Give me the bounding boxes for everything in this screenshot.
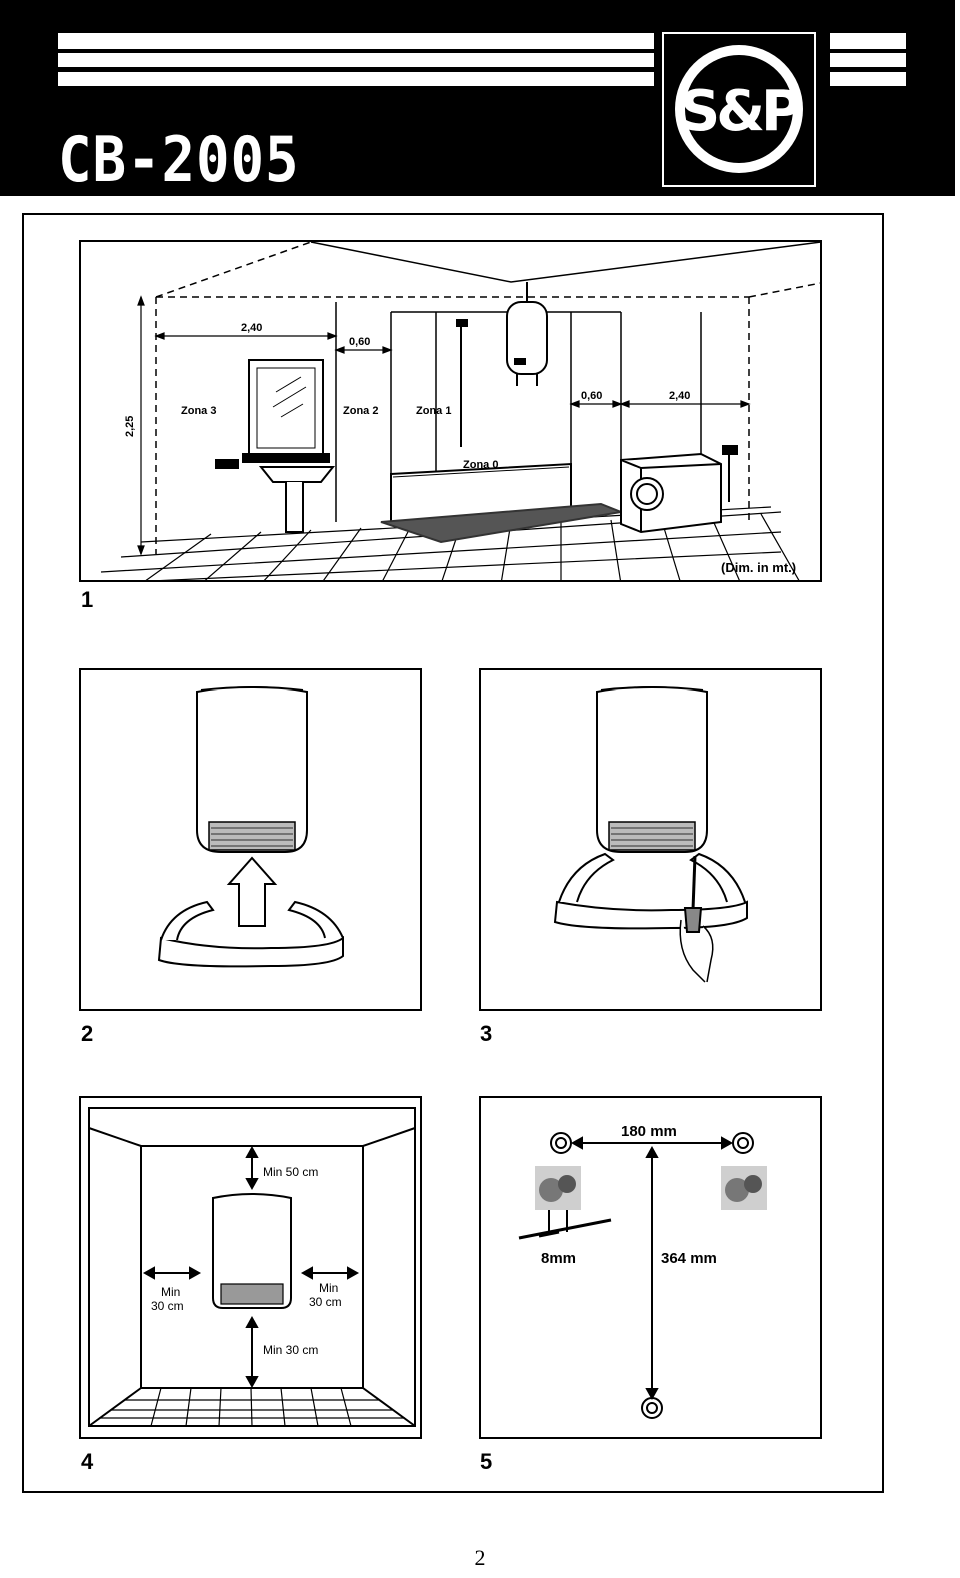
- sink-mirror: [215, 359, 336, 533]
- dimension-lines: [137, 295, 751, 556]
- horizontal-distance-label: 180 mm: [621, 1123, 677, 1140]
- mounting-hole-icons: [550, 1132, 754, 1419]
- zone-1-label: Zona 1: [416, 405, 451, 417]
- zone-3-label: Zona 3: [181, 405, 216, 417]
- figure-3-number: 3: [480, 1021, 493, 1046]
- header-stripe: [58, 53, 654, 67]
- figure-2-number: 2: [81, 1021, 94, 1046]
- page-number: 2: [474, 1545, 486, 1570]
- brand-logo: S&P: [662, 32, 816, 187]
- figure-1-number: 1: [81, 587, 94, 612]
- dim-width-left: 2,40: [241, 322, 262, 334]
- heater-grille: [208, 821, 296, 851]
- screw-size-label: 8mm: [541, 1250, 576, 1267]
- washing-machine: [620, 445, 738, 534]
- clearance-bottom-label: Min 30 cm: [263, 1343, 318, 1357]
- vertical-distance-label: 364 mm: [661, 1250, 717, 1267]
- water-heater: [506, 282, 548, 386]
- figure-5-mounting-holes: 180 mm 8mm 364 mm: [479, 1096, 822, 1439]
- clearance-left-label-2: 30 cm: [151, 1299, 184, 1313]
- header-stripe: [58, 72, 654, 86]
- bathtub: [380, 319, 625, 544]
- zone-0-label: Zona 0: [463, 459, 498, 471]
- screwdriver: [691, 855, 697, 911]
- figure-4-number: 4: [81, 1449, 94, 1474]
- brand-logo-text: S&P: [680, 79, 800, 144]
- heater-body: [212, 1193, 292, 1309]
- base-stand: [157, 935, 344, 968]
- figure-1-bathroom-zones: 2,40 0,60 0,60 2,40 2,25 Zona 3 Zona 2 Z…: [79, 240, 822, 582]
- dim-height: 2,25: [124, 416, 136, 437]
- header-stripe: [830, 53, 906, 67]
- dimension-arrows: [518, 1136, 734, 1401]
- zone-2-label: Zona 2: [343, 405, 378, 417]
- dim-gap-left: 0,60: [349, 336, 370, 348]
- heater-grille: [220, 1283, 284, 1305]
- header-stripe: [830, 72, 906, 86]
- clearance-arrows: [142, 1145, 360, 1389]
- screw-photos: [535, 1166, 767, 1210]
- up-arrow-icon: [226, 856, 278, 927]
- clearance-right-label-1: Min: [319, 1281, 338, 1295]
- clearance-top-label: Min 50 cm: [263, 1165, 318, 1179]
- figure-3-screw-base: [479, 668, 822, 1011]
- hand: [679, 919, 714, 983]
- room-walls: [155, 242, 820, 554]
- header-banner: CB-2005 S&P: [0, 0, 955, 196]
- figures-frame: [22, 213, 884, 1493]
- figure-2-attach-base: [79, 668, 422, 1011]
- header-stripe: [830, 33, 906, 49]
- units-label: (Dim. in mt.): [721, 560, 796, 575]
- clearance-right-label-2: 30 cm: [309, 1295, 342, 1309]
- figure-5-number: 5: [480, 1449, 493, 1474]
- clearance-left-label-1: Min: [161, 1285, 180, 1299]
- dim-gap-right: 0,60: [581, 390, 602, 402]
- figure-4-clearances: Min 50 cm Min 30 cm Min 30 cm Min 30 cm: [79, 1096, 422, 1439]
- dim-width-right: 2,40: [669, 390, 690, 402]
- model-title: CB-2005: [58, 123, 300, 196]
- header-stripe: [58, 33, 654, 49]
